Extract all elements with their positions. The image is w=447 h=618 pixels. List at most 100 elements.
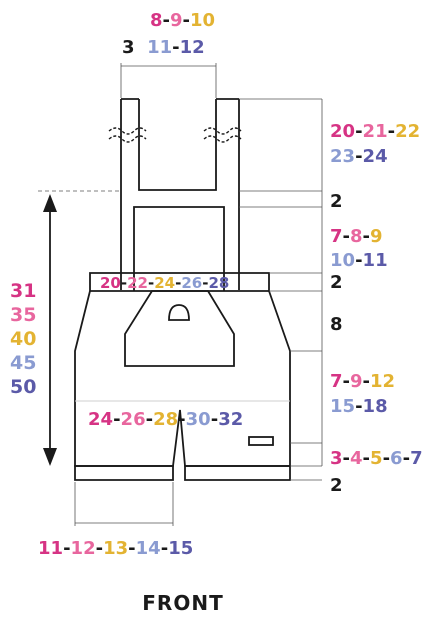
bib-width-label: 20-22-24-26-28 bbox=[100, 274, 229, 292]
separator: - bbox=[363, 448, 370, 469]
bib-height-value-b-2: 11 bbox=[363, 250, 388, 271]
separator: - bbox=[178, 409, 185, 430]
label-patch bbox=[248, 436, 274, 446]
separator: - bbox=[343, 226, 350, 247]
strap-length-label-b: 23-24 bbox=[330, 146, 388, 167]
separator: - bbox=[343, 371, 350, 392]
leg-width-value-4: 14 bbox=[136, 538, 161, 559]
separator: - bbox=[202, 274, 208, 292]
bib-height-value-2: 8 bbox=[350, 226, 363, 247]
pocket-depth-value-1: 8 bbox=[330, 314, 343, 335]
separator: - bbox=[355, 396, 362, 417]
separator: - bbox=[175, 274, 181, 292]
side-total-value-1: 31 bbox=[10, 280, 36, 302]
strap-width-value-3: 12 bbox=[180, 37, 205, 58]
separator: - bbox=[63, 538, 70, 559]
separator: - bbox=[363, 226, 370, 247]
bib-height-label-b: 10-11 bbox=[330, 250, 388, 271]
bib-border-label: 2 bbox=[330, 272, 343, 293]
separator: - bbox=[148, 274, 154, 292]
side-total-value-2: 35 bbox=[10, 304, 36, 326]
side-total-value-4: 45 bbox=[10, 352, 36, 374]
strap-join-value-1: 2 bbox=[330, 191, 343, 212]
spacer bbox=[135, 37, 148, 58]
strap-width-label: 3 11-12 bbox=[122, 37, 205, 58]
hip-width-value-2: 26 bbox=[121, 409, 146, 430]
hip-depth-value-1: 7 bbox=[330, 371, 343, 392]
hem-depth-value-1: 2 bbox=[330, 475, 343, 496]
strap-length-label-a: 20-21-22 bbox=[330, 121, 420, 142]
left-hem bbox=[74, 465, 174, 481]
bib-pocket bbox=[124, 290, 235, 367]
hip-depth-label-a: 7-9-12 bbox=[330, 371, 395, 392]
side-total-value-3: 40 bbox=[10, 328, 36, 350]
bib-border-value-1: 2 bbox=[330, 272, 343, 293]
hip-depth-value-3: 12 bbox=[370, 371, 395, 392]
strap-length-value-1: 20 bbox=[330, 121, 355, 142]
hip-width-value-4: 30 bbox=[186, 409, 211, 430]
bib-height-value-b-1: 10 bbox=[330, 250, 355, 271]
strap-width-value-2: 11 bbox=[147, 37, 172, 58]
bib-height-value-3: 9 bbox=[370, 226, 383, 247]
right-hem bbox=[184, 465, 291, 481]
leg-depth-label: 3-4-5-6-7 bbox=[330, 448, 423, 469]
separator: - bbox=[128, 538, 135, 559]
leg-depth-value-1: 3 bbox=[330, 448, 343, 469]
separator: - bbox=[211, 409, 218, 430]
strap-length-value-3: 22 bbox=[395, 121, 420, 142]
separator: - bbox=[183, 10, 190, 31]
separator: - bbox=[383, 448, 390, 469]
leg-width-value-2: 12 bbox=[71, 538, 96, 559]
separator: - bbox=[96, 538, 103, 559]
separator: - bbox=[146, 409, 153, 430]
separator: - bbox=[355, 250, 362, 271]
separator: - bbox=[163, 10, 170, 31]
hip-width-value-1: 24 bbox=[88, 409, 113, 430]
separator: - bbox=[388, 121, 395, 142]
leg-width-label: 11-12-13-14-15 bbox=[38, 538, 193, 559]
leg-depth-value-3: 5 bbox=[370, 448, 383, 469]
separator: - bbox=[113, 409, 120, 430]
strap-top-value-3: 10 bbox=[190, 10, 215, 31]
leg-depth-value-5: 7 bbox=[410, 448, 423, 469]
strap-length-value-2: 21 bbox=[363, 121, 388, 142]
leg-width-value-5: 15 bbox=[168, 538, 193, 559]
strap-top-value-1: 8 bbox=[150, 10, 163, 31]
side-total-value-5: 50 bbox=[10, 376, 36, 398]
separator: - bbox=[172, 37, 179, 58]
hip-depth-label-b: 15-18 bbox=[330, 396, 388, 417]
bib-height-value-1: 7 bbox=[330, 226, 343, 247]
bib-width-value-4: 26 bbox=[181, 274, 202, 292]
pocket-hole bbox=[168, 304, 190, 321]
leg-depth-value-4: 6 bbox=[390, 448, 403, 469]
strap-join-label: 2 bbox=[330, 191, 343, 212]
bib-width-value-2: 22 bbox=[127, 274, 148, 292]
strap-top-label: 8-9-10 bbox=[150, 10, 215, 31]
separator: - bbox=[355, 121, 362, 142]
bib-width-value-5: 28 bbox=[208, 274, 229, 292]
separator: - bbox=[161, 538, 168, 559]
separator: - bbox=[403, 448, 410, 469]
separator: - bbox=[363, 371, 370, 392]
body-outline bbox=[74, 290, 291, 467]
hip-width-value-5: 32 bbox=[218, 409, 243, 430]
bib-width-value-3: 24 bbox=[154, 274, 175, 292]
hip-depth-value-b-1: 15 bbox=[330, 396, 355, 417]
hem-depth-label: 2 bbox=[330, 475, 343, 496]
hip-depth-value-2: 9 bbox=[350, 371, 363, 392]
leg-depth-value-2: 4 bbox=[350, 448, 363, 469]
total-height-arrow bbox=[43, 194, 57, 466]
strap-length-value-b-1: 23 bbox=[330, 146, 355, 167]
pocket-depth-label: 8 bbox=[330, 314, 343, 335]
separator: - bbox=[121, 274, 127, 292]
separator: - bbox=[355, 146, 362, 167]
left-strap bbox=[120, 99, 217, 290]
leg-width-value-1: 11 bbox=[38, 538, 63, 559]
bib-width-value-1: 20 bbox=[100, 274, 121, 292]
hip-depth-value-b-2: 18 bbox=[363, 396, 388, 417]
diagram-title: FRONT bbox=[142, 591, 223, 615]
strap-length-value-b-2: 24 bbox=[363, 146, 388, 167]
leg-width-value-3: 13 bbox=[103, 538, 128, 559]
strap-width-value-1: 3 bbox=[122, 37, 135, 58]
